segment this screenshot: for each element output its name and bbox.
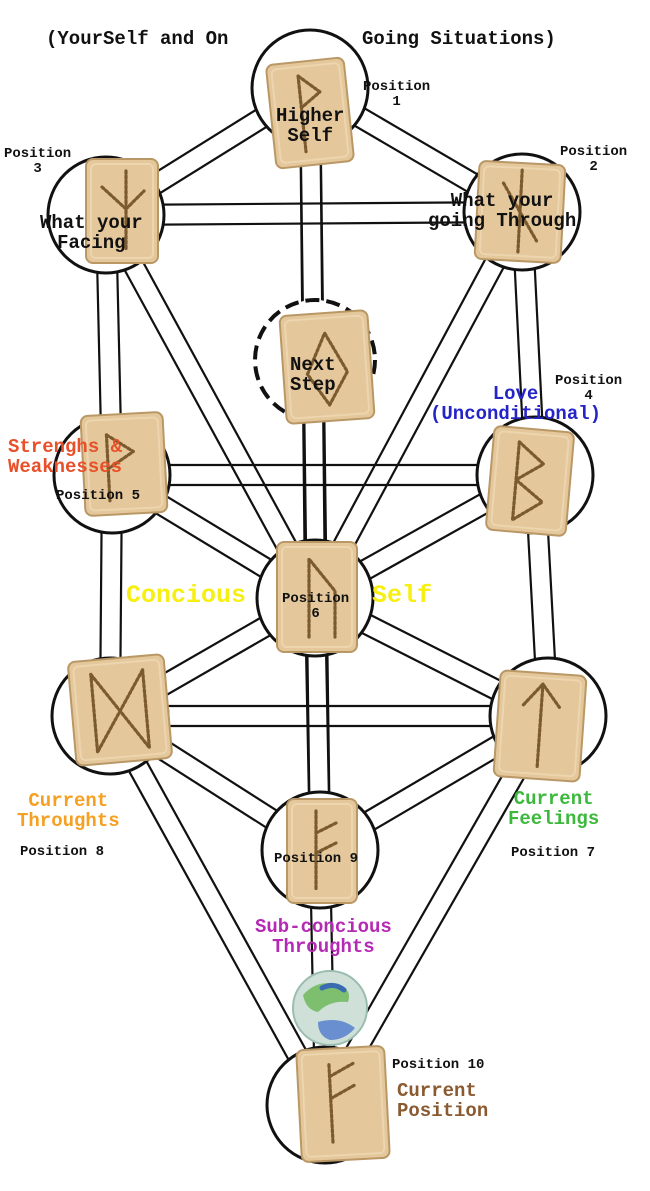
rune-stone-icon: [473, 160, 567, 264]
path-p5-p4: [112, 463, 535, 487]
globe-logo-icon: [292, 970, 368, 1046]
position-10-label: Position 10: [392, 1057, 485, 1073]
love-unconditional-label: Love(Unconditional): [430, 383, 602, 425]
rune-stone-icon: [79, 411, 169, 517]
rune-stone-icon: [286, 798, 358, 904]
rune-stones: [67, 56, 588, 1163]
rune-stone-icon: [67, 653, 173, 767]
path-p1-p9: [298, 87, 332, 851]
position-8-label: Position 8: [20, 844, 105, 860]
rune-stone-icon: [492, 669, 588, 783]
rune-stone-icon: [265, 56, 355, 170]
path-p2-p6: [305, 206, 532, 604]
path-p8-p10: [100, 710, 335, 1111]
rune-stone-icon: [295, 1045, 391, 1163]
title-left: (YourSelf and On: [46, 28, 229, 50]
concious-label: Concious: [126, 581, 247, 610]
rune-stone-icon: [485, 425, 575, 537]
rune-stone-icon: [276, 541, 358, 653]
position-9-label: Position 9: [274, 851, 359, 867]
title-right: Going Situations): [362, 28, 556, 50]
self-label: Self: [372, 581, 433, 610]
path-p3-p6: [96, 209, 325, 604]
path-p3-p2: [105, 200, 523, 227]
position-5-label: Position 5: [56, 488, 141, 504]
strengths-weaknesses-label: Strenghs &Weaknesses: [8, 436, 123, 478]
rune-stone-icon: [278, 309, 376, 425]
rune-stone-icon: [85, 158, 159, 264]
position-7-label: Position 7: [511, 845, 596, 861]
